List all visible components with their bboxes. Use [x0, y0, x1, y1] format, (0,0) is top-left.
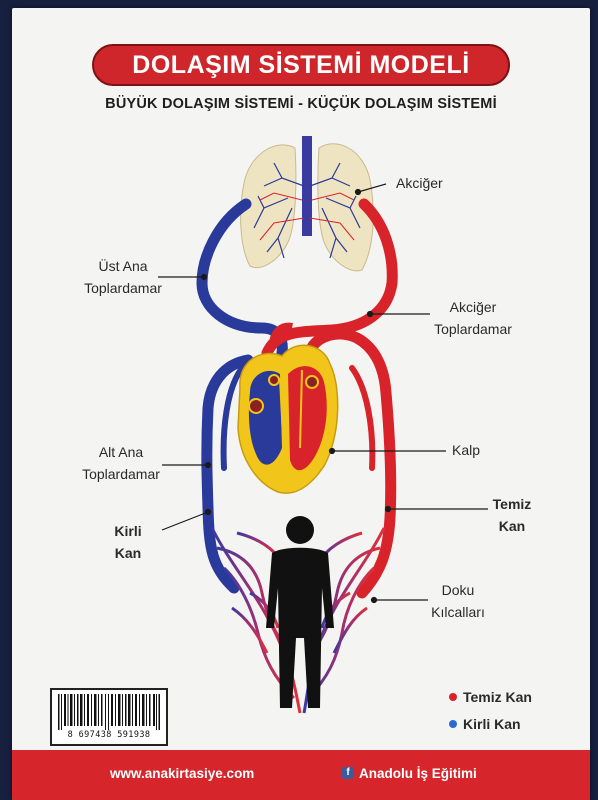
red-dot-icon — [449, 693, 457, 702]
label-dirty-blood-line2: Kan — [114, 545, 142, 561]
legend-dirty-blood: Kirli Kan — [449, 716, 521, 732]
poster-sheet: DOLAŞIM SİSTEMİ MODELİ BÜYÜK DOLAŞIM SİS… — [12, 8, 590, 800]
poster-subtitle: BÜYÜK DOLAŞIM SİSTEMİ - KÜÇÜK DOLAŞIM Sİ… — [105, 96, 497, 112]
label-pulmonary-vein-line2: Toplardamar — [434, 321, 512, 337]
label-inferior-vena-cava-line1: Alt Ana — [98, 444, 144, 460]
barcode-bars-icon — [58, 694, 160, 730]
legend-clean-blood: Temiz Kan — [449, 689, 532, 705]
label-dirty-blood-line1: Kirli — [114, 523, 142, 539]
blue-dot-icon — [449, 720, 457, 729]
label-superior-vena-cava: Üst Ana Toplardamar — [68, 255, 178, 299]
barcode: 8 697438 591938 — [50, 688, 168, 746]
footer-website-link[interactable]: www.anakirtasiye.com — [110, 766, 255, 781]
label-superior-vena-cava-line1: Üst Ana — [98, 258, 148, 274]
heart — [237, 322, 339, 494]
poster-title: DOLAŞIM SİSTEMİ MODELİ — [92, 44, 510, 86]
footer-bar: www.anakirtasiye.com f Anadolu İş Eğitimi — [12, 750, 590, 800]
label-tissue-capillaries-line2: Kılcalları — [431, 604, 485, 620]
facebook-icon: f — [342, 767, 354, 780]
lungs — [240, 136, 374, 272]
legend-clean-blood-text: Temiz Kan — [463, 689, 532, 705]
human-silhouette — [266, 516, 334, 708]
circulation-diagram — [158, 136, 488, 714]
label-pulmonary-vein: Akciğer Toplardamar — [418, 296, 528, 340]
label-dirty-blood: Kirli Kan — [108, 520, 148, 564]
leader-lines — [158, 183, 488, 604]
barcode-number: 8 697438 591938 — [67, 730, 151, 740]
label-heart: Kalp — [452, 442, 481, 458]
label-inferior-vena-cava: Alt Ana Toplardamar — [66, 441, 176, 485]
footer-facebook-link[interactable]: f Anadolu İş Eğitimi — [342, 766, 477, 781]
label-superior-vena-cava-line2: Toplardamar — [84, 280, 162, 296]
label-tissue-capillaries-line1: Doku — [441, 582, 475, 598]
legend-dirty-blood-text: Kirli Kan — [463, 716, 521, 732]
label-pulmonary-vein-line1: Akciğer — [449, 299, 497, 315]
label-lung: Akciğer — [396, 175, 443, 191]
label-clean-blood-line1: Temiz — [492, 496, 532, 512]
label-clean-blood-line2: Kan — [498, 518, 526, 534]
footer-facebook-text: Anadolu İş Eğitimi — [359, 766, 477, 781]
label-tissue-capillaries: Doku Kılcalları — [418, 579, 498, 623]
label-inferior-vena-cava-line2: Toplardamar — [82, 466, 160, 482]
label-clean-blood: Temiz Kan — [488, 493, 536, 537]
